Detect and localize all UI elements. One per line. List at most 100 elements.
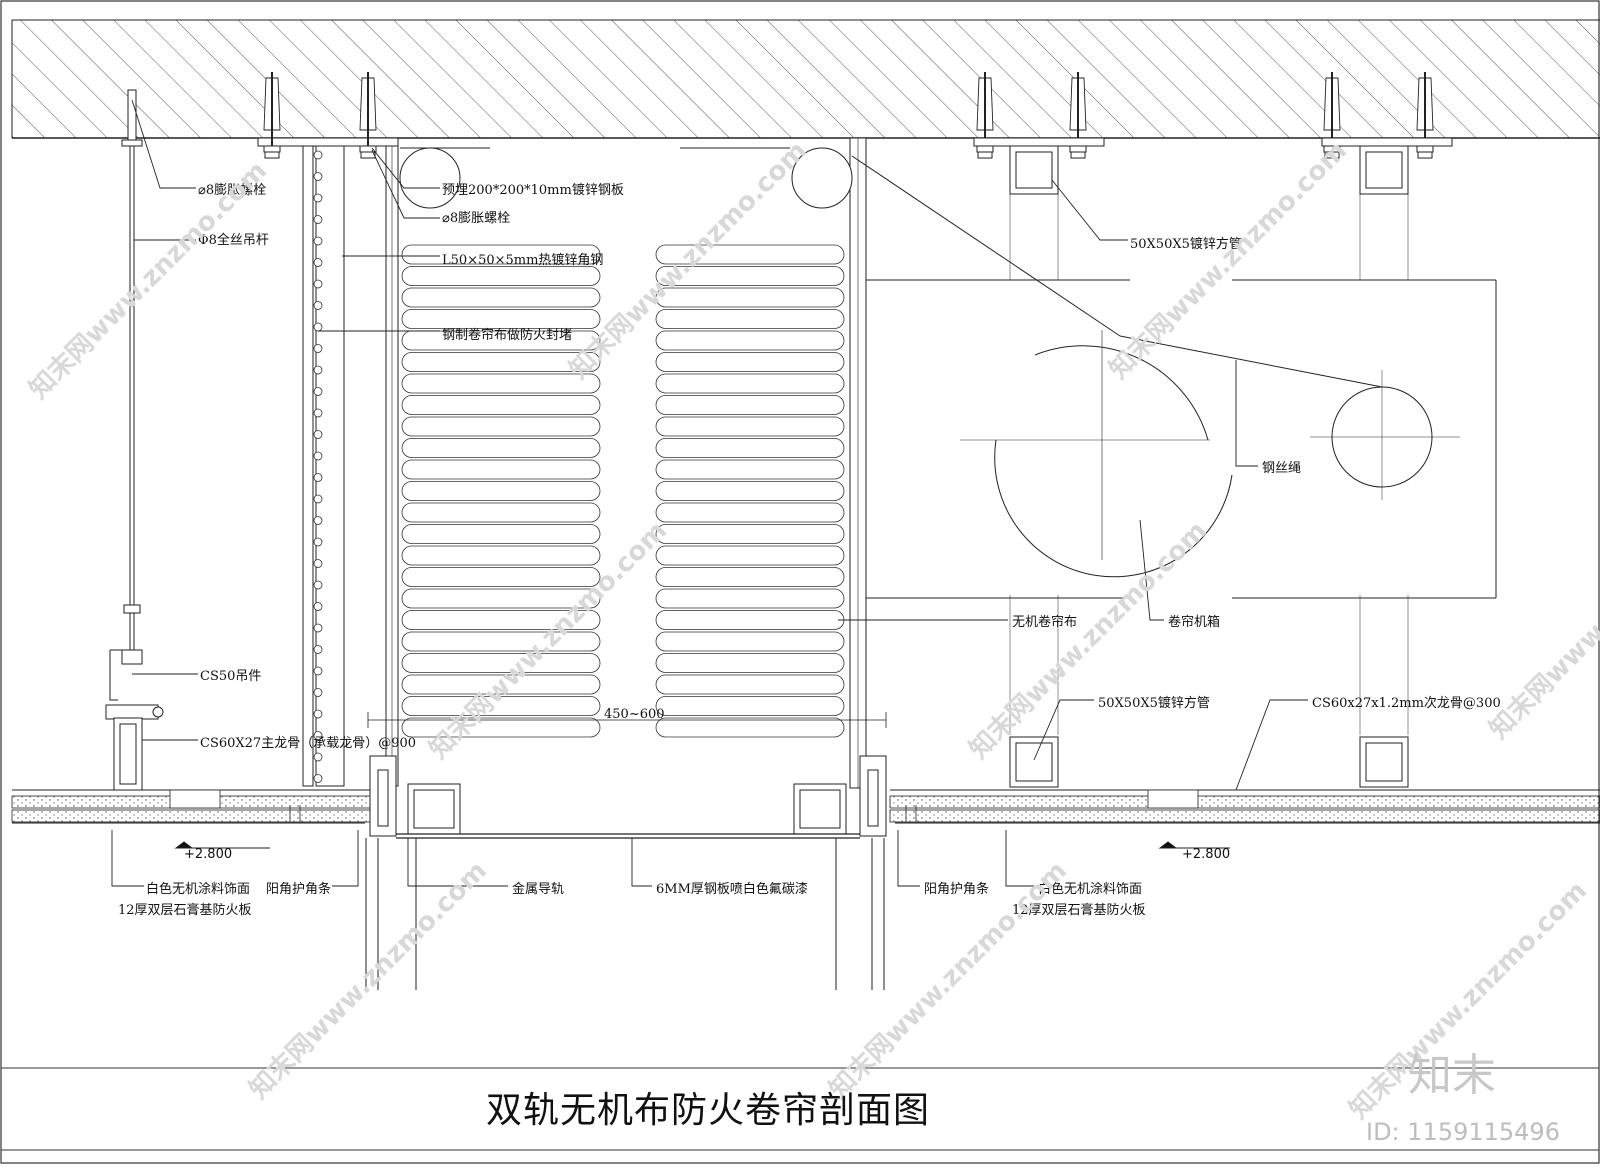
- curtain-fold: [655, 631, 845, 652]
- label-square-tube-top: 50X50X5镀锌方管: [1130, 236, 1242, 252]
- curtain-fold: [401, 287, 601, 308]
- label-elev-left: +2.800: [184, 847, 232, 862]
- leader-line: [631, 838, 652, 887]
- curtain-link: [313, 602, 323, 611]
- curtain-link: [313, 623, 323, 633]
- curtain-fold: [401, 481, 601, 501]
- watermark-text: 知末网www.znzmo.com: [1484, 496, 1600, 745]
- curtain-fold: [401, 395, 601, 415]
- label-sub-keel: CS60x27x1.2mm次龙骨@300: [1312, 695, 1501, 711]
- curtain-link: [313, 215, 323, 224]
- anchor-bolt: [263, 72, 281, 159]
- leader-line: [1139, 519, 1164, 621]
- curtain-link: [313, 408, 323, 418]
- watermark-text: 知末网www.znzmo.com: [24, 156, 273, 405]
- label-expansion-bolt-center: ⌀8膨胀螺栓: [442, 211, 510, 226]
- left-steel-curtain: [313, 150, 323, 783]
- curtain-fold: [401, 588, 601, 609]
- curtain-link: [313, 752, 323, 762]
- curtain-link: [313, 301, 323, 310]
- annotation-labels: ⌀8膨胀螺栓 Φ8全丝吊杆 预埋200*200*10mm镀锌钢板 ⌀8膨胀螺栓 …: [118, 182, 1501, 918]
- curtain-fold: [655, 309, 845, 329]
- label-rod: Φ8全丝吊杆: [198, 232, 269, 248]
- label-rail: 金属导轨: [512, 881, 564, 897]
- label-finish-right: 白色无机涂料饰面: [1038, 881, 1142, 897]
- curtain-link: [313, 451, 323, 461]
- watermark-text: 知末网www.znzmo.com: [964, 516, 1213, 765]
- curtain-fold: [401, 545, 601, 566]
- curtain-link: [313, 387, 323, 396]
- guide-rails: [365, 712, 887, 990]
- label-elev-right: +2.800: [1182, 847, 1230, 862]
- leader-line: [332, 830, 359, 887]
- label-steel-plate: 6MM厚钢板喷白色氟碳漆: [656, 881, 808, 897]
- curtain-link: [313, 193, 323, 203]
- ceiling-board-left: [11, 789, 371, 824]
- label-square-tube-bottom: 50X50X5镀锌方管: [1098, 695, 1210, 711]
- curtain-link: [313, 537, 323, 547]
- curtain-link: [313, 430, 323, 439]
- leader-line: [897, 830, 920, 887]
- curtain-fold: [655, 502, 845, 523]
- curtain-link: [313, 580, 323, 590]
- square-tubes-bottom: [1009, 736, 1409, 788]
- curtain-link: [313, 365, 323, 375]
- leader-line: [1033, 699, 1094, 761]
- curtain-fold: [401, 352, 601, 372]
- curtain-link: [313, 172, 323, 181]
- label-board-right: 12厚双层石膏基防火板: [1012, 902, 1146, 918]
- curtain-fold: [655, 330, 845, 351]
- curtain-fold: [401, 244, 601, 265]
- curtain-fold: [401, 309, 601, 329]
- image-id: ID: 1159115496: [1366, 1118, 1560, 1146]
- leader-line: [1005, 830, 1034, 887]
- curtain-fold: [401, 524, 601, 544]
- curtain-fold: [655, 610, 845, 630]
- leader-line: [111, 830, 144, 887]
- curtain-fold: [401, 330, 601, 351]
- center-guide: [399, 137, 867, 789]
- curtain-link: [313, 731, 323, 740]
- curtain-fold: [655, 287, 845, 308]
- drawing-title: 双轨无机布防火卷帘剖面图: [486, 1090, 930, 1131]
- curtain-fold: [655, 545, 845, 566]
- label-corner-left: 阳角护角条: [266, 881, 331, 897]
- curtain-link: [313, 322, 323, 332]
- ceiling-board-right: [889, 789, 1600, 824]
- curtain-fold: [655, 416, 845, 437]
- curtain-fold: [655, 674, 845, 695]
- curtain-link: [313, 516, 323, 525]
- curtain-fold: [401, 717, 601, 738]
- curtain-fold: [401, 438, 601, 458]
- label-steel-curtain: 钢制卷帘布做防火封堵: [442, 327, 572, 343]
- curtain-fold: [401, 266, 601, 286]
- anchor-bolt: [1323, 72, 1341, 159]
- curtain-link: [313, 236, 323, 246]
- label-finish-left: 白色无机涂料饰面: [146, 881, 250, 897]
- curtain-link: [313, 709, 323, 719]
- curtain-fold: [401, 631, 601, 652]
- curtain-fold: [401, 459, 601, 480]
- label-expansion-bolt-left: ⌀8膨胀螺栓: [198, 183, 266, 198]
- curtain-fold: [655, 266, 845, 286]
- leader-line: [131, 99, 196, 189]
- curtain-fold: [401, 610, 601, 630]
- label-wire-rope: 钢丝绳: [1262, 461, 1301, 476]
- curtain-fold: [655, 567, 845, 587]
- leader-line: [1235, 699, 1308, 791]
- square-tubes-top: [973, 137, 1453, 735]
- curtain-link: [313, 473, 323, 482]
- hanger-rod: [105, 89, 164, 791]
- label-span: 450~600: [604, 707, 665, 722]
- curtain-link: [313, 279, 323, 289]
- curtain-link: [313, 344, 323, 353]
- label-inorganic-cloth: 无机卷帘布: [1012, 614, 1077, 630]
- curtain-link: [313, 774, 323, 783]
- brand-logo: 知末: [1408, 1050, 1496, 1101]
- curtain-fold: [655, 481, 845, 501]
- leader-line: [1051, 179, 1128, 241]
- curtain-fold: [401, 416, 601, 437]
- curtain-link: [313, 559, 323, 568]
